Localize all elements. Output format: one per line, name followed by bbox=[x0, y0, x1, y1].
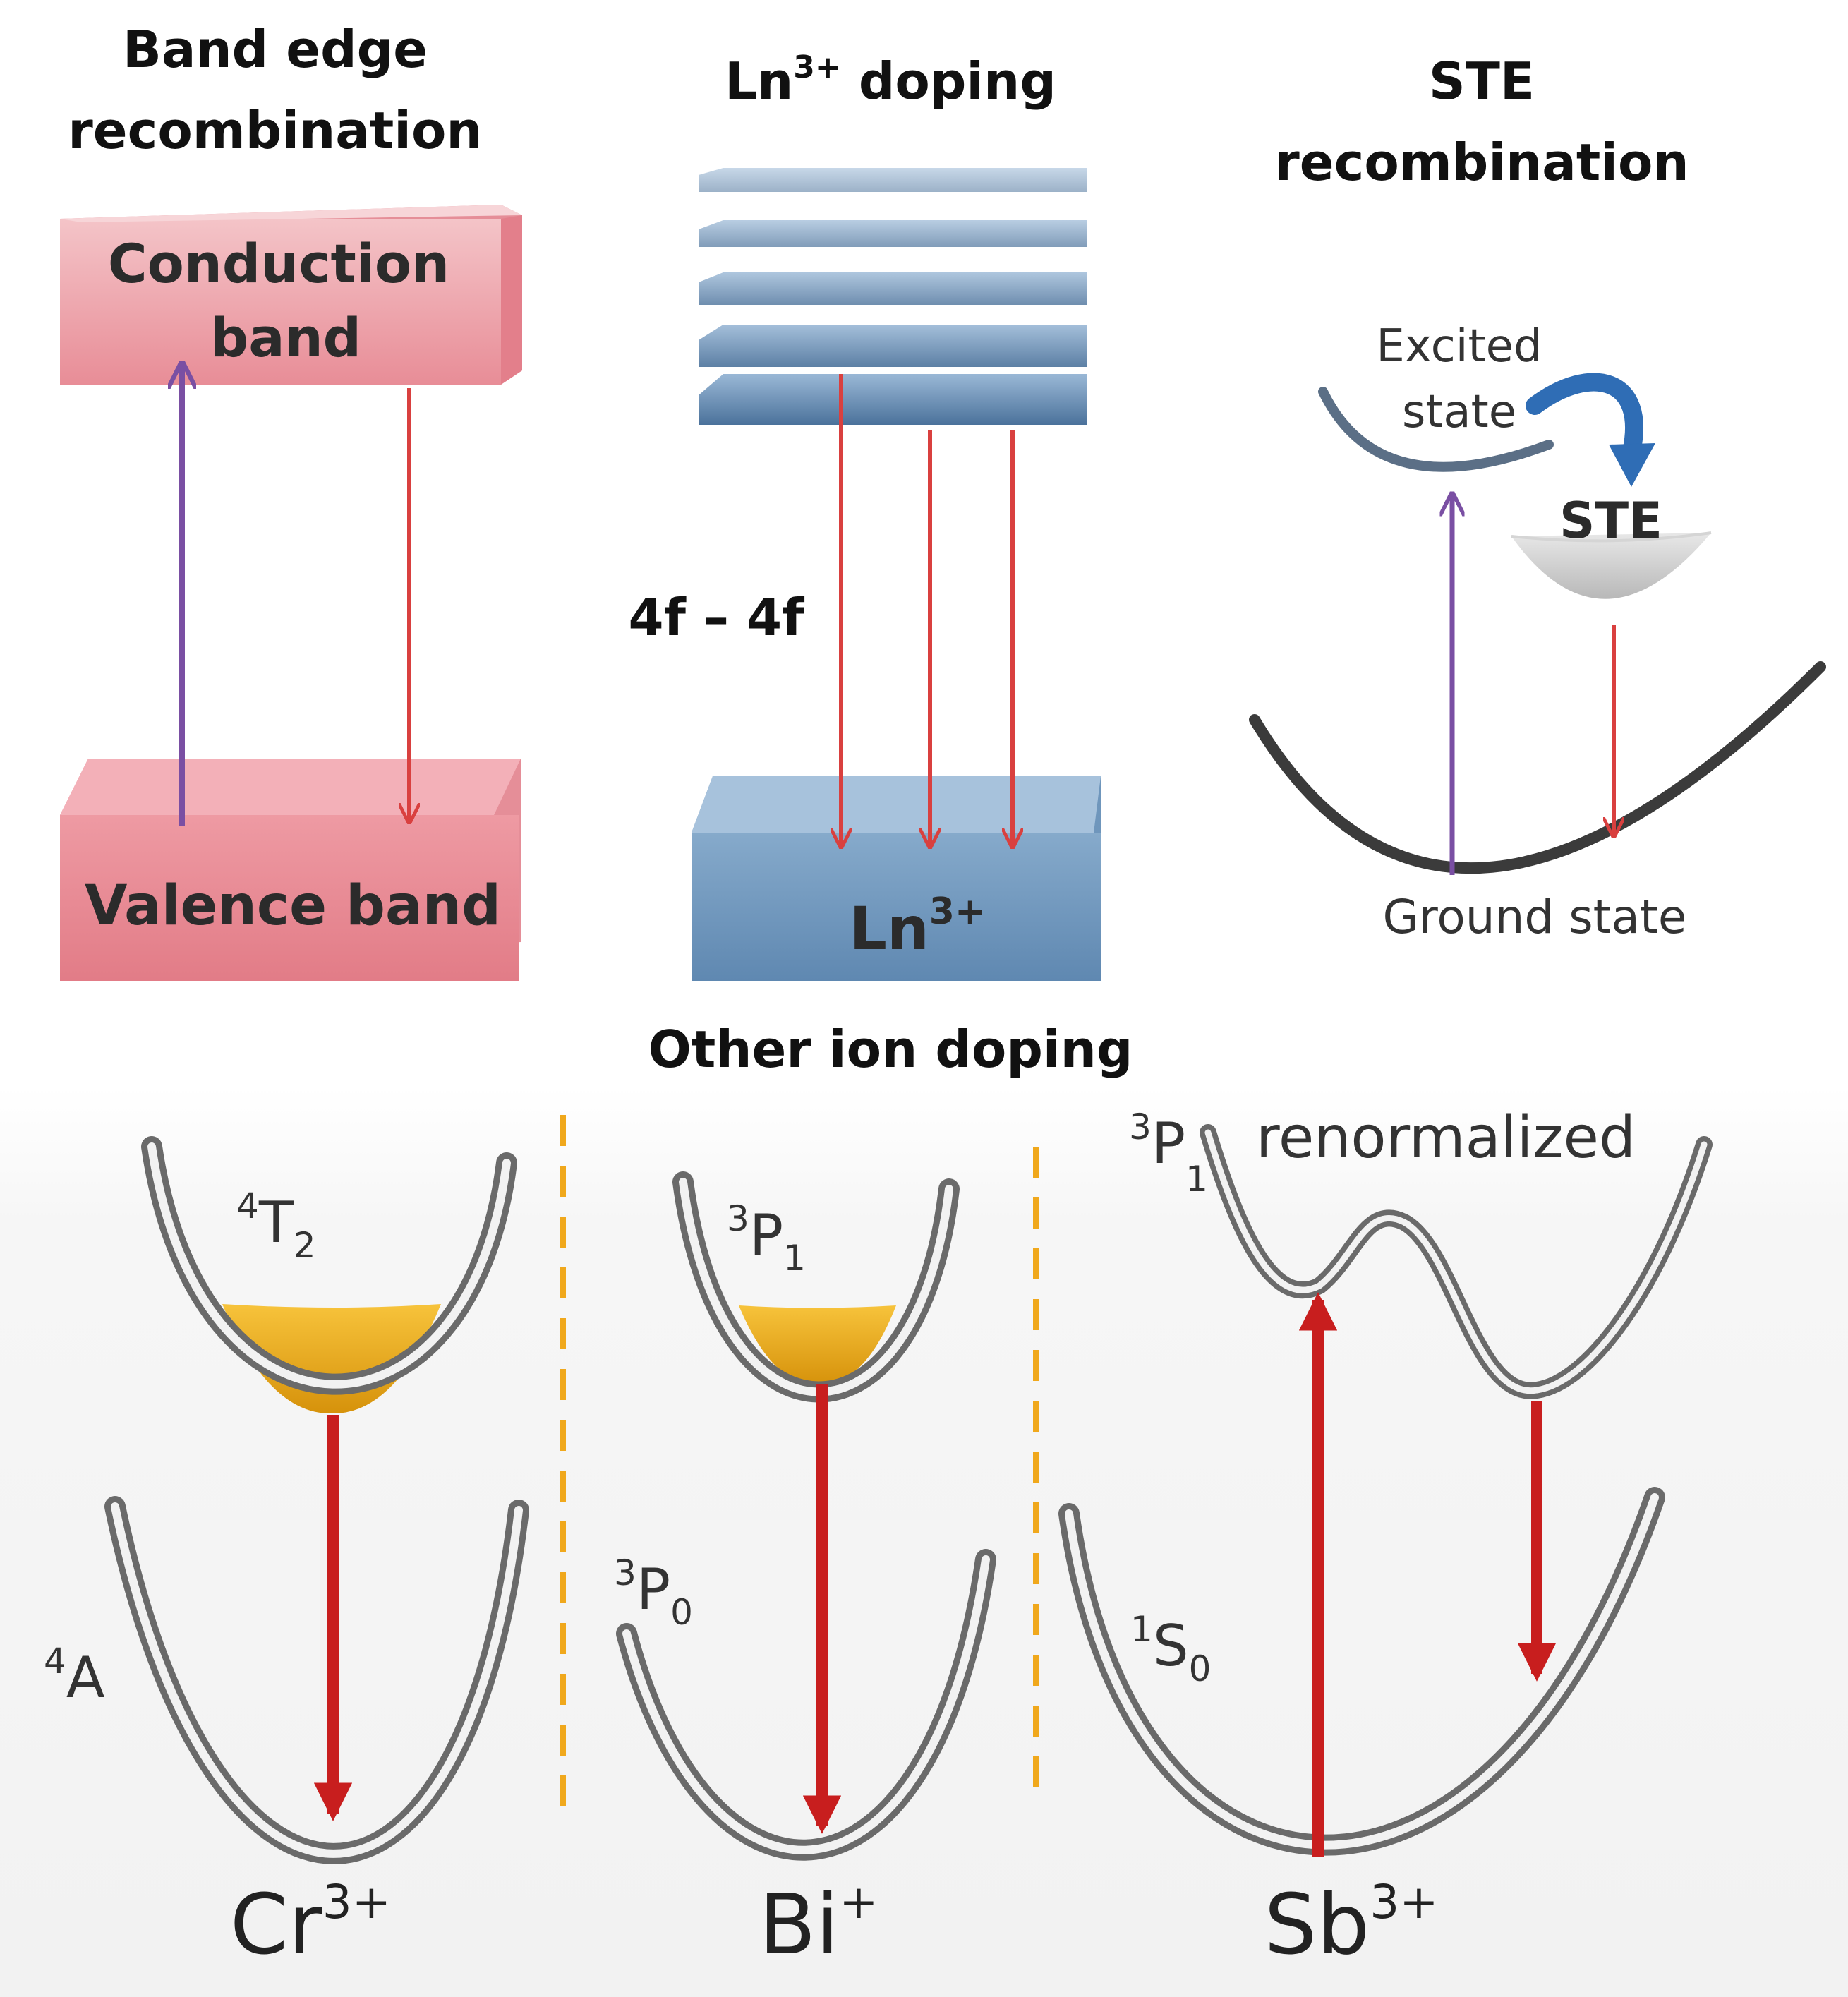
ste-title-line1: STE bbox=[1429, 52, 1535, 111]
cr-excited-label: 4T2 bbox=[236, 1185, 316, 1266]
sb-excited-curve bbox=[1200, 1124, 1713, 1399]
ln-doping-title: Ln3+ doping bbox=[725, 49, 1056, 111]
ln-ground-label: Ln3+ bbox=[849, 891, 985, 963]
valence-band-block: Valence band bbox=[60, 759, 521, 981]
ste-excited-curve bbox=[1318, 387, 1554, 472]
ste-ground-curve bbox=[1249, 661, 1826, 874]
ln-ground-block: Ln3+ bbox=[692, 776, 1101, 981]
band-edge-title-line2: recombination bbox=[68, 101, 482, 160]
sb-renormalized-label: renormalized bbox=[1256, 1104, 1636, 1171]
ln-level-plate bbox=[699, 374, 1087, 425]
cr-excited-curve bbox=[141, 1136, 517, 1395]
sb-panel: 3P1 renormalized 1S0 Sb3+ bbox=[1058, 1104, 1713, 1973]
band-edge-panel: Band edge recombination Conduction band … bbox=[60, 20, 522, 981]
ln-transition-label: 4f – 4f bbox=[629, 588, 805, 647]
band-edge-title-line1: Band edge bbox=[123, 20, 428, 79]
ln-excited-levels bbox=[699, 168, 1087, 425]
excited-state-label-line1: Excited bbox=[1376, 320, 1542, 373]
bi-ion-label: Bi+ bbox=[759, 1875, 878, 1973]
cr-ion-label: Cr3+ bbox=[230, 1875, 391, 1973]
ste-panel: STE recombination Excited state STE Grou… bbox=[1249, 52, 1826, 944]
conduction-band-label-line2: band bbox=[210, 306, 361, 369]
bi-ground-curve bbox=[616, 1549, 996, 1861]
sb-excited-label: 3P1 bbox=[1129, 1106, 1208, 1200]
ste-bowl: STE bbox=[1511, 492, 1712, 599]
excited-state-label-line2: state bbox=[1402, 386, 1516, 438]
valence-band-label: Valence band bbox=[85, 874, 501, 938]
sb-ion-label: Sb3+ bbox=[1264, 1875, 1438, 1973]
ste-bowl-label: STE bbox=[1559, 492, 1662, 550]
conduction-band-label-line1: Conduction bbox=[108, 232, 449, 295]
sb-ground-label: 1S0 bbox=[1130, 1609, 1211, 1689]
ln-doping-panel: Ln3+ doping Ln3+ bbox=[629, 49, 1101, 981]
bi-ground-label: 3P0 bbox=[614, 1552, 693, 1633]
cr-population bbox=[222, 1304, 441, 1414]
ln-level-plate bbox=[699, 220, 1087, 247]
ln-level-plate bbox=[699, 168, 1087, 192]
other-ion-title: Other ion doping bbox=[648, 1020, 1133, 1079]
ln-level-plate bbox=[699, 272, 1087, 305]
cr-panel: 4T2 4A Cr3+ bbox=[44, 1136, 529, 1973]
cr-ground-curve bbox=[104, 1496, 529, 1864]
conduction-band-block: Conduction band bbox=[60, 205, 522, 385]
ln-level-plate bbox=[699, 325, 1087, 367]
bi-panel: 3P1 3P0 Bi+ bbox=[614, 1171, 996, 1973]
ground-state-label: Ground state bbox=[1383, 890, 1687, 944]
ste-title-line2: recombination bbox=[1274, 133, 1689, 192]
bi-population bbox=[739, 1305, 896, 1385]
cr-ground-label: 4A bbox=[44, 1641, 105, 1711]
bi-excited-label: 3P1 bbox=[727, 1198, 806, 1279]
relaxation-curved-arrow bbox=[1526, 373, 1655, 487]
